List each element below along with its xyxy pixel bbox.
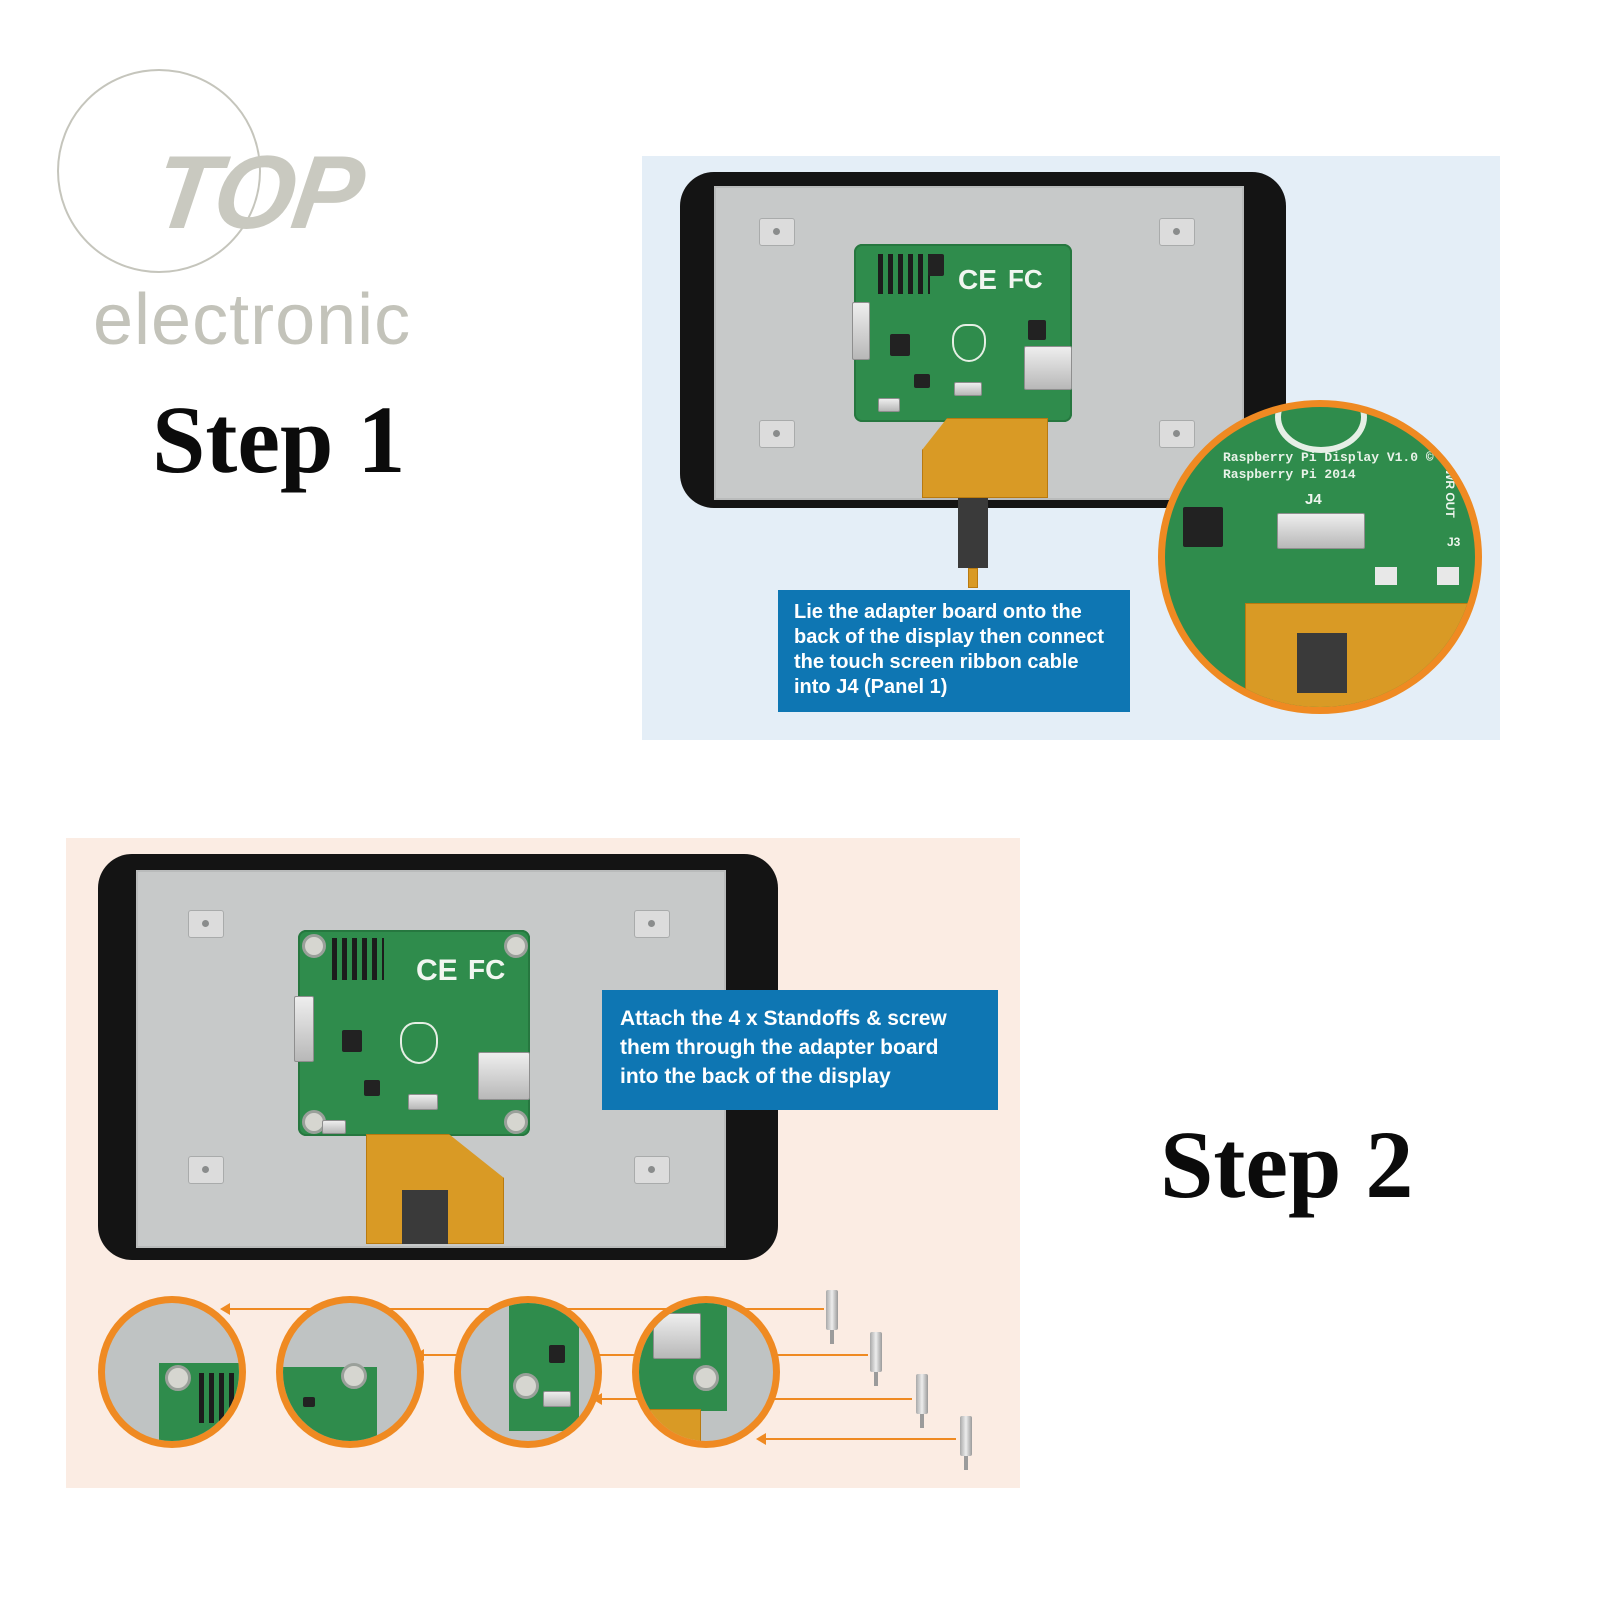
component [549,1345,565,1363]
mount-point [759,420,795,448]
mount-point [188,910,224,938]
chip [1183,507,1223,547]
side-connector [852,302,870,360]
standoff-screw [513,1373,539,1399]
component [914,374,930,388]
fc-mark: FC [468,954,506,985]
arrow-standoff-4 [756,1433,956,1445]
mount-point [634,910,670,938]
cable-connector [1297,633,1347,693]
standoff [916,1374,928,1428]
component [342,1030,362,1052]
pad [1437,567,1459,585]
component [364,1080,380,1096]
raspberry-logo-icon [1275,407,1367,453]
step-1-callout: Lie the adapter board onto the back of t… [778,590,1130,712]
gpio-pins [878,254,930,294]
cable-connector [402,1190,448,1244]
board-version-text: Raspberry Pi Display V1.0 © Raspberry Pi… [1223,450,1434,482]
j4-zoom-circle: Raspberry Pi Display V1.0 © Raspberry Pi… [1158,400,1482,714]
mount-point [1159,218,1195,246]
standoff [960,1416,972,1470]
ribbon-cable [922,418,1048,498]
standoff-screw [504,934,528,958]
ribbon-tip [968,568,978,588]
mount-point [188,1156,224,1184]
standoff-zoom-1 [98,1296,246,1448]
fc-mark: FC [1008,264,1043,294]
ce-mark: CE [958,264,997,295]
connector-label: J4 [1305,491,1322,508]
adapter-board: CE FC [294,930,530,1136]
display-ribbon-tail [958,498,988,568]
step-2-illustration: CE FC Attach the 4 x Standoffs & screw t… [66,838,1020,1488]
micro-usb-port [543,1391,571,1407]
connector-j4 [954,382,982,396]
standoff [826,1290,838,1344]
standoff [870,1332,882,1386]
side-connector [294,996,314,1062]
standoff-zoom-4 [632,1296,780,1448]
pad [1375,567,1397,585]
micro-usb-port [878,398,900,412]
step-2-label: Step 2 [1160,1111,1414,1218]
raspberry-logo-icon [400,1022,438,1064]
j3-label: J3 [1447,535,1461,549]
standoff-screw [165,1365,191,1391]
gpio-pins [199,1373,239,1423]
usb-port [478,1052,530,1100]
ribbon-cable [639,1409,701,1441]
usb-port [1024,346,1072,390]
component [890,334,910,356]
mount-point [634,1156,670,1184]
ce-mark: CE [416,954,458,987]
logo-circle [57,69,261,273]
standoff-screw [341,1363,367,1389]
micro-usb-port [322,1120,346,1134]
standoff-screw [693,1365,719,1391]
standoff-screw [504,1110,528,1134]
step-1-illustration: CE FC Lie the adapter board onto the bac… [642,156,1500,740]
raspberry-logo-icon [952,324,986,362]
component [928,254,944,276]
mount-point [1159,420,1195,448]
ribbon-cable [1245,603,1475,707]
brand-logo: TOP electronic [55,65,475,365]
connector-j4 [408,1094,438,1110]
gpio-pins [332,938,384,980]
board-corner [509,1303,579,1431]
logo-brand-text: TOP [146,135,370,251]
logo-subtitle: electronic [93,280,412,360]
adapter-board: CE FC [852,244,1072,422]
component [1028,320,1046,340]
mount-point [759,218,795,246]
standoff-screw [302,934,326,958]
standoff-zoom-3 [454,1296,602,1448]
step-2-callout: Attach the 4 x Standoffs & screw them th… [602,990,998,1110]
pwr-out-label: PWR OUT [1443,461,1457,518]
usb-port [653,1313,701,1359]
connector-j4 [1277,513,1365,549]
step-1-label: Step 1 [152,386,406,493]
component [303,1397,315,1407]
standoff-zoom-2 [276,1296,424,1448]
